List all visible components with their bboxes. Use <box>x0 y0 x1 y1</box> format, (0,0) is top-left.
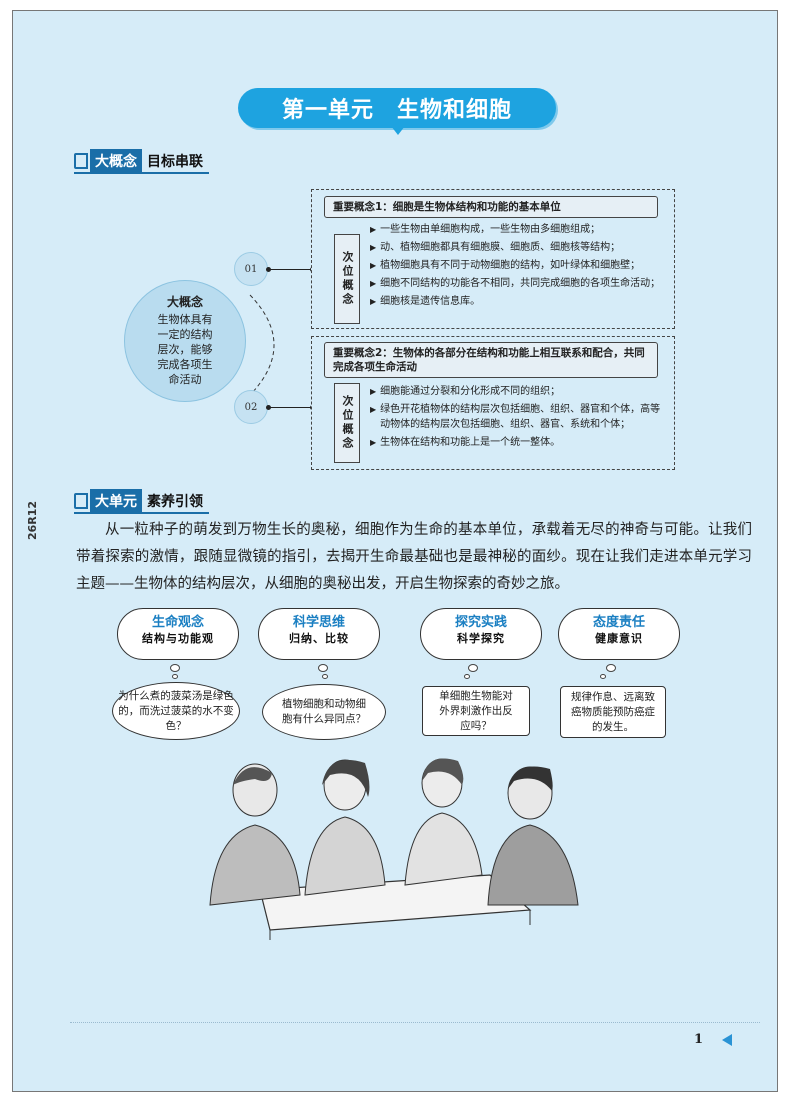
thought-bubble <box>170 664 180 672</box>
literacy-cloud-1: 生命观念 结构与功能观 <box>117 608 239 660</box>
intro-paragraph: 从一粒种子的萌发到万物生长的奥秘，细胞作为生命的基本单位，承载着无尽的神奇与可能… <box>76 517 752 598</box>
thought-bubble <box>468 664 478 672</box>
section-title: 目标串联 <box>147 154 203 170</box>
concept2-sub-label: 次位概念 <box>334 383 360 463</box>
footer-divider <box>70 1022 760 1023</box>
students-discussion-illustration <box>209 758 579 940</box>
thought-bubble <box>606 664 616 672</box>
question-bubble-3: 单细胞生物能对外界刺激作出反应吗？ <box>422 686 530 736</box>
section-title: 素养引领 <box>147 494 203 510</box>
side-code: 26R12 <box>26 500 39 540</box>
cloud-subtitle: 科学探究 <box>457 632 505 645</box>
book-icon <box>74 493 88 509</box>
connector-dot <box>266 405 271 410</box>
unit-title: 第一单元 生物和细胞 <box>281 98 512 123</box>
literacy-cloud-2: 科学思维 归纳、比较 <box>258 608 380 660</box>
thought-bubble <box>600 674 606 679</box>
big-concept-line: 层次，能够 <box>157 343 213 356</box>
big-concept-title: 大概念 <box>166 295 203 309</box>
book-icon <box>74 153 88 169</box>
section-header-goals: 大概念 目标串联 <box>74 149 209 174</box>
concept1-heading: 重要概念1：细胞是生物体结构和功能的基本单位 <box>324 196 658 218</box>
list-item: 植物细胞具有不同于动物细胞的结构，如叶绿体和细胞壁； <box>370 258 670 273</box>
list-item: 细胞核是遗传信息库。 <box>370 294 670 309</box>
cloud-subtitle: 结构与功能观 <box>142 632 214 645</box>
concept2-list: 细胞能通过分裂和分化形成不同的组织； 绿色开花植物体的结构层次包括细胞、组织、器… <box>370 384 670 453</box>
literacy-cloud-4: 态度责任 健康意识 <box>558 608 680 660</box>
list-item: 绿色开花植物体的结构层次包括细胞、组织、器官和个体，高等动物体的结构层次包括细胞… <box>370 402 670 432</box>
page-arrow-icon <box>722 1034 732 1046</box>
big-concept-line: 生物体具有 <box>157 313 213 326</box>
big-concept-circle: 大概念 生物体具有 一定的结构 层次，能够 完成各项生 命活动 <box>124 280 246 402</box>
cloud-title: 科学思维 <box>292 615 345 630</box>
section-header-literacy: 大单元 素养引领 <box>74 489 209 514</box>
cloud-title: 探究实践 <box>454 615 507 630</box>
connector-line <box>268 269 314 270</box>
list-item: 生物体在结构和功能上是一个统一整体。 <box>370 435 670 450</box>
node-01: 01 <box>234 252 268 286</box>
thought-bubble <box>318 664 328 672</box>
question-bubble-4: 规律作息、远离致癌物质能预防癌症的发生。 <box>560 686 666 738</box>
list-item: 细胞不同结构的功能各不相同，共同完成细胞的各项生命活动； <box>370 276 670 291</box>
cloud-title: 生命观念 <box>151 615 204 630</box>
list-item: 细胞能通过分裂和分化形成不同的组织； <box>370 384 670 399</box>
concept2-heading: 重要概念2：生物体的各部分在结构和功能上相互联系和配合，共同完成各项生命活动 <box>324 342 658 378</box>
cloud-subtitle: 健康意识 <box>595 632 643 645</box>
big-concept-line: 一定的结构 <box>157 328 213 341</box>
concept1-list: 一些生物由单细胞构成，一些生物由多细胞组成； 动、植物细胞都具有细胞膜、细胞质、… <box>370 222 670 312</box>
cloud-subtitle: 归纳、比较 <box>289 632 349 645</box>
node-02: 02 <box>234 390 268 424</box>
literacy-cloud-3: 探究实践 科学探究 <box>420 608 542 660</box>
concept-connector-arc <box>249 294 275 396</box>
cloud-title: 态度责任 <box>592 615 645 630</box>
unit-title-banner: 第一单元 生物和细胞 <box>238 88 556 128</box>
connector-dot <box>266 267 271 272</box>
big-concept-line: 完成各项生 <box>157 358 213 371</box>
section-tag: 大概念 <box>90 149 142 173</box>
intro-text: 从一粒种子的萌发到万物生长的奥秘，细胞作为生命的基本单位，承载着无尽的神奇与可能… <box>76 522 752 592</box>
thought-bubble <box>464 674 470 679</box>
banner-pointer <box>391 126 405 135</box>
list-item: 一些生物由单细胞构成，一些生物由多细胞组成； <box>370 222 670 237</box>
thought-bubble <box>172 674 178 679</box>
section-tag: 大单元 <box>90 489 142 513</box>
question-bubble-2: 植物细胞和动物细胞有什么异同点？ <box>262 684 386 740</box>
thought-bubble <box>322 674 328 679</box>
list-item: 动、植物细胞都具有细胞膜、细胞质、细胞核等结构； <box>370 240 670 255</box>
concept1-sub-label: 次位概念 <box>334 234 360 324</box>
question-bubble-1: 为什么煮的菠菜汤是绿色的，而洗过菠菜的水不变色？ <box>112 682 240 740</box>
connector-line <box>268 407 314 408</box>
page-number: 1 <box>694 1032 704 1047</box>
big-concept-line: 命活动 <box>168 373 202 386</box>
